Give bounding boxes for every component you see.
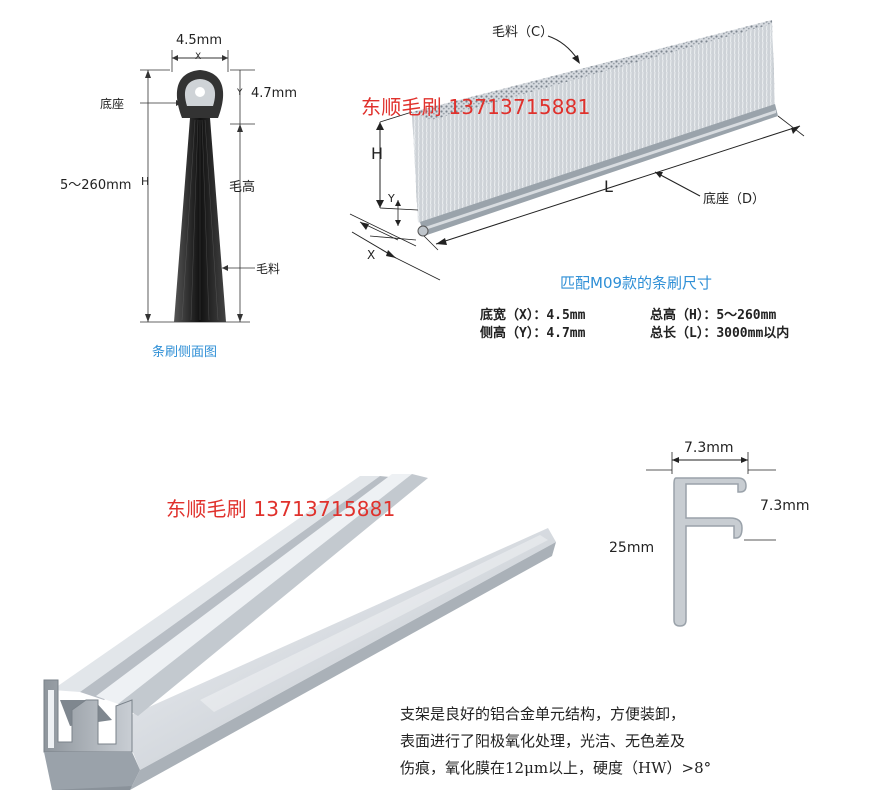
profile-height: 25mm bbox=[609, 540, 655, 556]
description-line: 表面进行了阳极氧化处理，光洁、无色差及 bbox=[400, 732, 686, 750]
height-letter: H bbox=[141, 175, 150, 188]
description-line: 支架是良好的铝合金单元结构，方便装卸， bbox=[400, 705, 686, 723]
f-profile-shape bbox=[673, 477, 747, 627]
dim-y-letter: Y bbox=[237, 88, 243, 98]
profile-right-dim: 7.3mm bbox=[760, 498, 810, 514]
base-label: 底座 bbox=[100, 97, 125, 111]
dim-x-value: 4.5mm bbox=[176, 33, 223, 48]
perspective-title: 匹配M09款的条刷尺寸 bbox=[560, 274, 713, 292]
description-paragraph: 支架是良好的铝合金单元结构，方便装卸， 表面进行了阳极氧化处理，光洁、无色差及 … bbox=[400, 701, 711, 782]
perspective-h-letter: H bbox=[371, 144, 384, 163]
height-range: 5～260mm bbox=[60, 178, 132, 193]
watermark-bottom: 东顺毛刷 13713715881 bbox=[166, 497, 396, 521]
bristle-label: 毛料 bbox=[256, 262, 281, 276]
spec-cell: 侧高（Y）：4.7mm bbox=[480, 326, 586, 341]
dim-x-letter: X bbox=[195, 52, 202, 62]
perspective-l-letter: L bbox=[604, 177, 613, 196]
description-line: 伤痕，氧化膜在12μm以上，硬度（HW）>8° bbox=[400, 759, 712, 777]
watermark-top: 东顺毛刷 13713715881 bbox=[361, 95, 591, 119]
bristle-height-label: 毛高 bbox=[229, 180, 256, 195]
profile-top-width: 7.3mm bbox=[684, 440, 734, 456]
spec-cell: 底宽（X）：4.5mm bbox=[480, 308, 586, 323]
base-d-label: 底座（D） bbox=[703, 192, 766, 207]
perspective-x-letter: X bbox=[367, 248, 376, 262]
bristle-block-shape bbox=[412, 112, 432, 228]
side-view-caption: 条刷侧面图 bbox=[152, 345, 218, 360]
bristle-c-label: 毛料（C） bbox=[492, 25, 554, 40]
rail-end-profile bbox=[43, 679, 133, 753]
dim-y-value: 4.7mm bbox=[251, 86, 298, 101]
spec-cell: 总长（L）：3000mm以内 bbox=[650, 326, 790, 341]
perspective-y-letter: Y bbox=[388, 192, 395, 205]
spec-cell: 总高（H）：5～260mm bbox=[650, 308, 777, 323]
